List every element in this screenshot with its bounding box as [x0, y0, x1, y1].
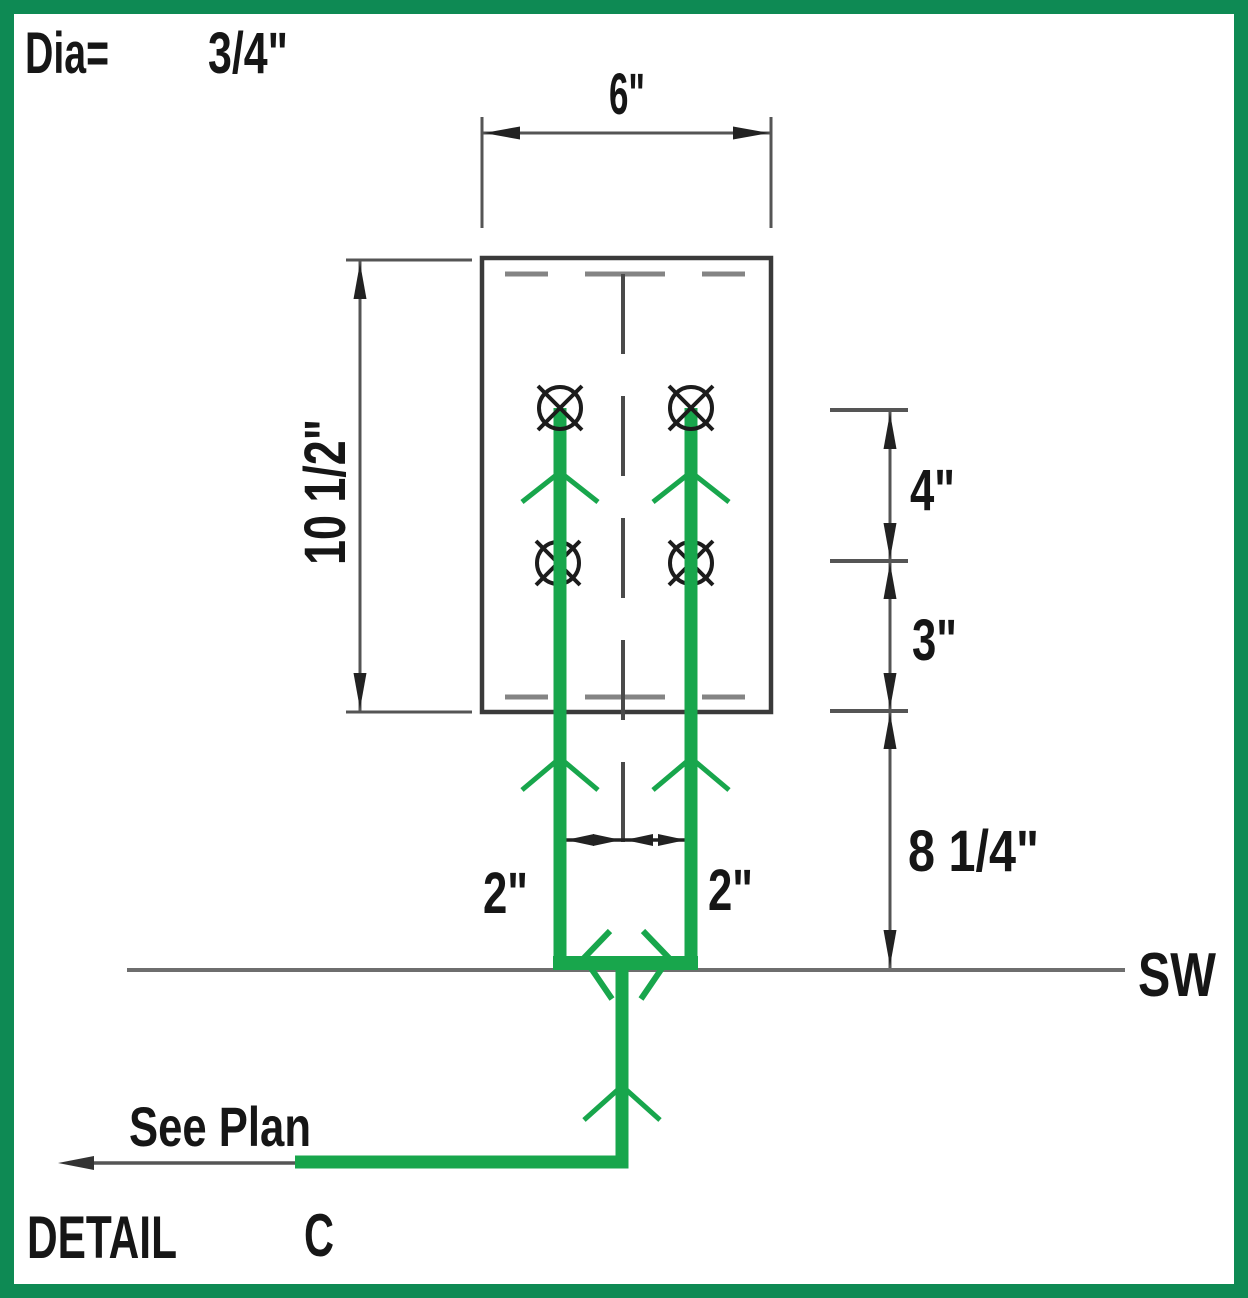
bolt-symbol [667, 384, 715, 432]
dim-arrow-up [883, 563, 897, 599]
bar-chevron-right [638, 928, 673, 1001]
dim-text-plate-wall: 8 1/4" [908, 819, 1039, 884]
dim-arrow-down [883, 523, 897, 559]
dim-text-plate-width: 6" [609, 62, 645, 127]
dim-text-offset-left: 2" [483, 861, 528, 926]
left-arrow-icon [58, 1156, 94, 1170]
bolt-circle [537, 385, 583, 431]
dim-arrow-right [658, 834, 686, 846]
bolt-circle [668, 385, 714, 431]
dim-text-bolt-edge: 3" [912, 608, 957, 673]
dim-plate-height: 10 1/2" [293, 258, 472, 714]
dia-label: Dia= [25, 21, 109, 86]
dia-value: 3/4" [208, 21, 288, 86]
dim-arrow-left [484, 126, 520, 140]
bolt-symbol [536, 384, 584, 432]
dim-arrow-left [625, 834, 653, 846]
dim-arrow-down [883, 673, 897, 709]
dim-text-plate-height: 10 1/2" [293, 419, 358, 565]
detail-word: DETAIL [27, 1204, 177, 1271]
bolt-cross [667, 384, 715, 432]
detail-letter: C [304, 1202, 334, 1269]
anchor-rebar [295, 408, 731, 1169]
dim-bar-offsets: 2" 2" [483, 834, 753, 926]
dim-text-bolt-rows: 4" [910, 458, 955, 523]
base-plate-outline [479, 255, 774, 715]
bar-chevron-up [520, 468, 600, 504]
dim-arrow-up [883, 713, 897, 749]
dim-right-chain: 4" 3" 8 1/4" [830, 408, 1039, 968]
dim-arrow-up [353, 263, 367, 299]
bar-chevron-up [651, 468, 731, 504]
dim-text-offset-right: 2" [708, 858, 753, 923]
bolt-cross [536, 384, 584, 432]
dim-arrow-up [883, 413, 897, 449]
bar-chevron-up [651, 754, 731, 792]
dim-arrow-down [353, 673, 367, 709]
dim-arrow-right [733, 126, 769, 140]
dim-plate-width: 6" [480, 62, 773, 228]
bar-chevron-left [580, 928, 615, 1001]
dim-arrow-left [566, 834, 594, 846]
bar-chevron-up [582, 1082, 662, 1122]
dim-arrow-right [593, 834, 621, 846]
bar-chevron-up [520, 754, 600, 792]
dim-arrow-down [883, 930, 897, 966]
see-plan-leader [58, 1156, 300, 1170]
wall-line-label: SW [1138, 941, 1216, 1010]
see-plan-label: See Plan [129, 1095, 311, 1158]
